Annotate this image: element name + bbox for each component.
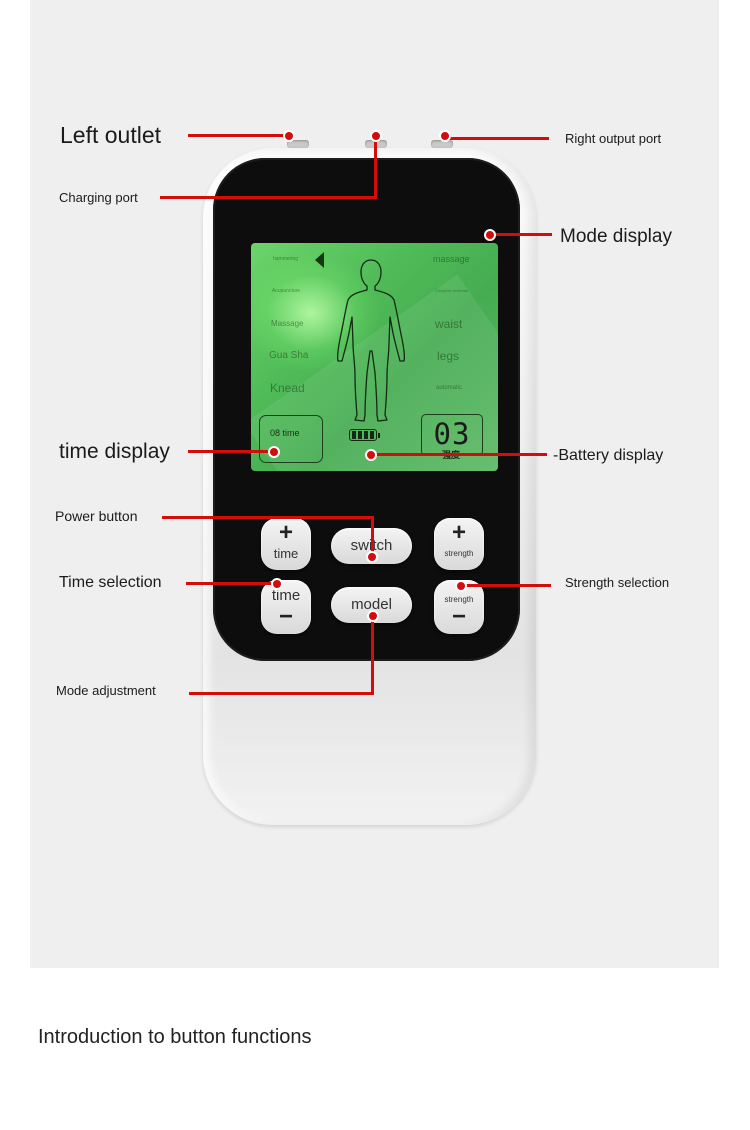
- lcd-mode-right: massage: [433, 254, 470, 264]
- lcd-mode-right: Cheyene remerate: [435, 288, 469, 293]
- lcd-mode-left: hammering: [273, 256, 299, 262]
- charging-port-line-h: [160, 196, 376, 199]
- model-button[interactable]: model: [331, 587, 412, 623]
- time-display-line: [188, 450, 274, 453]
- lcd-mode-left: Knead: [270, 381, 305, 395]
- minus-icon: −: [278, 603, 293, 630]
- battery-display-label: -Battery display: [553, 447, 664, 464]
- power-button-label: Power button: [55, 508, 138, 524]
- time-minus-button[interactable]: time −: [261, 580, 311, 634]
- battery-bar: [370, 431, 374, 439]
- strength-selection-line: [460, 584, 551, 587]
- mode-pointer-icon: [315, 252, 324, 268]
- time-display-marker: [268, 446, 280, 458]
- time-selection-marker: [271, 578, 283, 590]
- left-outlet-marker: [283, 130, 295, 142]
- charging-port-marker: [370, 130, 382, 142]
- mode-display-screen: hammering Acupuncture Massage Gua Sha Kn…: [251, 243, 498, 471]
- right-output-port: [431, 140, 453, 148]
- strength-minus-label: strength: [444, 595, 474, 604]
- mode-display-marker: [484, 229, 496, 241]
- lcd-mode-left: Acupuncture: [272, 288, 301, 294]
- strength-plus-label: strength: [444, 549, 474, 558]
- strength-selection-marker: [455, 580, 467, 592]
- mode-adjustment-label: Mode adjustment: [56, 683, 156, 698]
- time-display-label: 08 time: [270, 428, 300, 438]
- right-port-line: [444, 137, 549, 140]
- left-outlet-port: [287, 140, 309, 148]
- time-plus-button[interactable]: + time: [261, 518, 311, 570]
- strength-minus-button[interactable]: strength −: [434, 580, 484, 634]
- plus-icon: +: [278, 519, 293, 546]
- charging-port-label: Charging port: [59, 190, 138, 205]
- mode-display-line: [489, 233, 552, 236]
- battery-icon: [349, 429, 380, 441]
- right-output-port-label: Right output port: [565, 131, 662, 146]
- figure-caption: Introduction to button functions: [38, 1026, 312, 1048]
- strength-plus-button[interactable]: + strength: [434, 518, 484, 570]
- power-button-line-h: [162, 516, 374, 519]
- time-selection-line: [186, 582, 276, 585]
- mode-adjustment-line-h: [189, 692, 374, 695]
- mode-display-label: Mode display: [560, 226, 672, 247]
- plus-icon: +: [451, 519, 466, 546]
- lcd-mode-right: waist: [435, 317, 463, 331]
- power-button-line-v: [371, 516, 374, 556]
- battery-bar: [364, 431, 368, 439]
- right-port-marker: [439, 130, 451, 142]
- battery-display-marker: [365, 449, 377, 461]
- mode-adjustment-line-v: [371, 613, 374, 695]
- time-display-box: 08 time: [259, 415, 323, 463]
- lcd-mode-right: automatic: [436, 385, 463, 391]
- time-minus-label: time: [271, 587, 301, 604]
- left-outlet-line: [188, 134, 288, 137]
- battery-bar: [352, 431, 356, 439]
- mode-adjustment-marker: [367, 610, 379, 622]
- human-body-icon: [336, 259, 406, 422]
- time-display-label: time display: [59, 440, 170, 463]
- backlight-glow: [251, 253, 381, 373]
- lcd-mode-left: Gua Sha: [269, 350, 309, 361]
- time-plus-label: time: [273, 546, 299, 561]
- power-button-marker: [366, 551, 378, 563]
- intensity-digits: 03: [433, 417, 471, 451]
- lcd-mode-right: legs: [437, 349, 460, 363]
- time-selection-label: Time selection: [59, 574, 162, 591]
- left-outlet-label: Left outlet: [60, 122, 162, 148]
- strength-selection-label: Strength selection: [565, 575, 670, 590]
- battery-display-line: [371, 453, 547, 456]
- minus-icon: −: [451, 603, 466, 630]
- charging-port-line-v: [374, 136, 377, 199]
- lcd-mode-left: Massage: [271, 319, 304, 328]
- battery-bar: [358, 431, 362, 439]
